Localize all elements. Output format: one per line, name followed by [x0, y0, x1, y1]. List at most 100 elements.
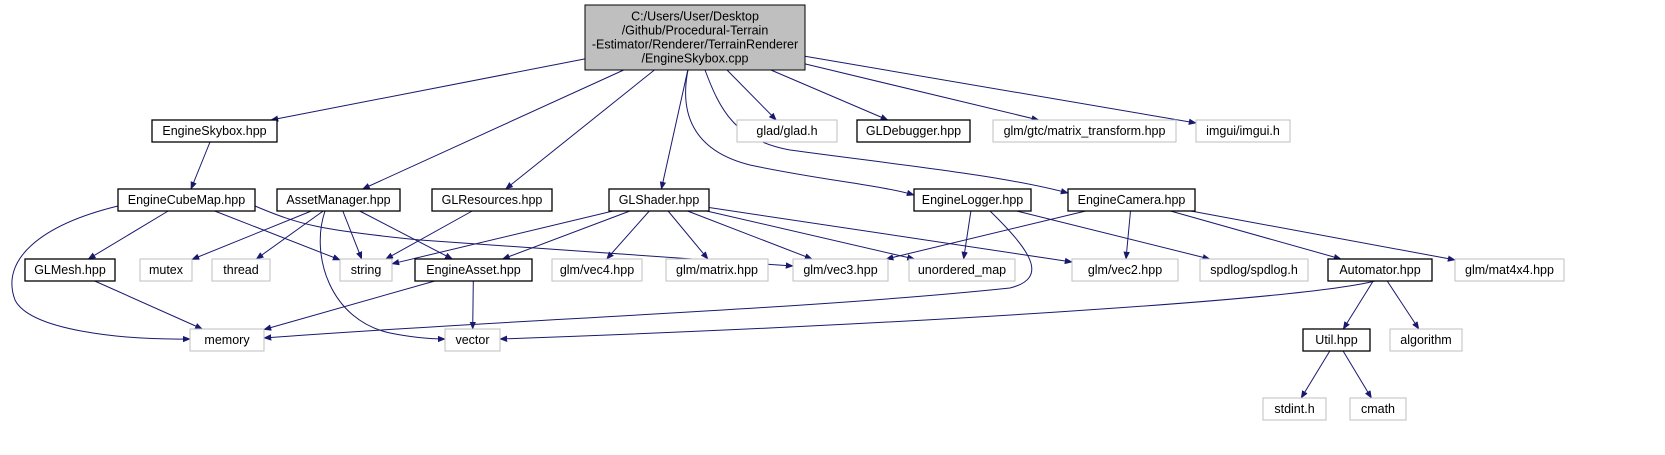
- node-box: [908, 258, 1016, 282]
- node-vec3_hpp[interactable]: glm/vec3.hpp: [792, 258, 889, 282]
- edge-glmesh_hpp-to-memory: [94, 280, 204, 330]
- node-enginecamera_hpp[interactable]: EngineCamera.hpp: [1067, 188, 1196, 212]
- node-label: glm/vec3.hpp: [803, 263, 877, 277]
- node-box: [1389, 328, 1463, 352]
- node-matrix_hpp[interactable]: glm/matrix.hpp: [665, 258, 769, 282]
- edge-root-to-engineskybox_hpp: [270, 58, 586, 122]
- node-util_hpp[interactable]: Util.hpp: [1302, 328, 1371, 352]
- node-box: [1195, 119, 1291, 143]
- edge-glshader_hpp-to-string: [391, 210, 614, 266]
- edge-glshader_hpp-to-engineasset_hpp: [501, 210, 631, 260]
- node-label: GLResources.hpp: [442, 193, 543, 207]
- node-box: [856, 119, 971, 143]
- node-glad_h[interactable]: glad/glad.h: [736, 119, 838, 143]
- node-box: [1327, 258, 1433, 282]
- node-label: GLShader.hpp: [619, 193, 700, 207]
- node-label: glm/gtc/matrix_transform.hpp: [1004, 124, 1166, 138]
- node-label: unordered_map: [918, 263, 1006, 277]
- node-unordered_map[interactable]: unordered_map: [908, 258, 1016, 282]
- node-glmesh_hpp[interactable]: GLMesh.hpp: [24, 258, 116, 282]
- edge-util_hpp-to-cmath: [1342, 350, 1372, 399]
- edge-enginecubemap_hpp-to-vec3_hpp: [254, 205, 794, 269]
- node-label: /EngineSkybox.cpp: [641, 52, 748, 66]
- node-label: -Estimator/Renderer/TerrainRenderer: [592, 38, 798, 52]
- node-label: GLMesh.hpp: [34, 263, 106, 277]
- node-box: [414, 258, 533, 282]
- edge-enginelogger_hpp-to-memory: [263, 210, 1033, 341]
- node-assetmanager_hpp[interactable]: AssetManager.hpp: [276, 188, 401, 212]
- node-box: [1199, 258, 1309, 282]
- node-engineskybox_hpp[interactable]: EngineSkybox.hpp: [151, 119, 278, 143]
- edge-assetmanager_hpp-to-string: [342, 210, 363, 260]
- node-stdint_h[interactable]: stdint.h: [1262, 397, 1327, 421]
- edge-enginecamera_hpp-to-vec3_hpp: [885, 210, 1086, 261]
- node-glresources_hpp[interactable]: GLResources.hpp: [431, 188, 553, 212]
- node-box: [1262, 397, 1327, 421]
- edge-automator_hpp-to-util_hpp: [1342, 280, 1374, 330]
- node-box: [736, 119, 838, 143]
- node-box: [992, 119, 1177, 143]
- node-label: spdlog/spdlog.h: [1210, 263, 1298, 277]
- node-label: stdint.h: [1274, 402, 1314, 416]
- node-box: [792, 258, 889, 282]
- edge-glresources_hpp-to-string: [385, 210, 473, 260]
- node-label: glm/vec2.hpp: [1088, 263, 1162, 277]
- node-label: algorithm: [1400, 333, 1451, 347]
- node-box: [431, 188, 553, 212]
- node-enginecubemap_hpp[interactable]: EngineCubeMap.hpp: [117, 188, 256, 212]
- node-engineasset_hpp[interactable]: EngineAsset.hpp: [414, 258, 533, 282]
- edge-root-to-imgui_h: [804, 55, 1197, 125]
- node-cmath[interactable]: cmath: [1349, 397, 1407, 421]
- node-mutex[interactable]: mutex: [139, 258, 193, 282]
- node-box: [584, 4, 806, 71]
- node-box: [551, 258, 643, 282]
- edge-root-to-enginecamera_hpp: [704, 69, 1069, 195]
- node-mat4x4_hpp[interactable]: glm/mat4x4.hpp: [1454, 258, 1565, 282]
- edge-enginecamera_hpp-to-mat4x4_hpp: [1190, 210, 1456, 262]
- node-root[interactable]: C:/Users/User/Desktop/Github/Procedural-…: [584, 4, 806, 71]
- edge-enginecamera_hpp-to-vec2_hpp: [1123, 210, 1131, 260]
- edge-glshader_hpp-to-vec4_hpp: [606, 210, 650, 260]
- node-vec2_hpp[interactable]: glm/vec2.hpp: [1071, 258, 1179, 282]
- node-gldebugger_hpp[interactable]: GLDebugger.hpp: [856, 119, 971, 143]
- edge-root-to-glad_h: [726, 69, 777, 121]
- node-enginelogger_hpp[interactable]: EngineLogger.hpp: [913, 188, 1032, 212]
- node-label: glm/vec4.hpp: [560, 263, 634, 277]
- node-automator_hpp[interactable]: Automator.hpp: [1327, 258, 1433, 282]
- node-label: EngineAsset.hpp: [426, 263, 521, 277]
- node-glshader_hpp[interactable]: GLShader.hpp: [608, 188, 710, 212]
- node-imgui_h[interactable]: imgui/imgui.h: [1195, 119, 1291, 143]
- node-box: [276, 188, 401, 212]
- edge-enginecubemap_hpp-to-glmesh_hpp: [87, 210, 169, 260]
- node-box: [1454, 258, 1565, 282]
- node-vector[interactable]: vector: [444, 328, 501, 352]
- node-memory[interactable]: memory: [189, 328, 265, 352]
- node-spdlog_h[interactable]: spdlog/spdlog.h: [1199, 258, 1309, 282]
- node-box: [1302, 328, 1371, 352]
- node-box: [211, 258, 271, 282]
- node-box: [139, 258, 193, 282]
- node-box: [444, 328, 501, 352]
- node-vec4_hpp[interactable]: glm/vec4.hpp: [551, 258, 643, 282]
- node-label: glm/matrix.hpp: [676, 263, 758, 277]
- edge-root-to-enginelogger_hpp: [685, 69, 915, 197]
- edge-root-to-glshader_hpp: [659, 69, 689, 190]
- node-box: [117, 188, 256, 212]
- edge-enginecubemap_hpp-to-memory: [11, 205, 191, 343]
- edge-enginelogger_hpp-to-unordered_map: [961, 210, 972, 260]
- node-label: memory: [204, 333, 250, 347]
- edge-enginecubemap_hpp-to-string: [214, 210, 341, 261]
- node-label: Util.hpp: [1315, 333, 1357, 347]
- node-string[interactable]: string: [339, 258, 393, 282]
- node-algorithm[interactable]: algorithm: [1389, 328, 1463, 352]
- edge-glshader_hpp-to-vec3_hpp: [687, 210, 813, 260]
- node-label: string: [351, 263, 382, 277]
- edge-glshader_hpp-to-matrix_hpp: [667, 210, 709, 260]
- node-label: mutex: [149, 263, 184, 277]
- node-thread[interactable]: thread: [211, 258, 271, 282]
- edge-root-to-assetmanager_hpp: [361, 69, 624, 190]
- node-matrix_transform_hpp[interactable]: glm/gtc/matrix_transform.hpp: [992, 119, 1177, 143]
- node-box: [151, 119, 278, 143]
- node-box: [1067, 188, 1196, 212]
